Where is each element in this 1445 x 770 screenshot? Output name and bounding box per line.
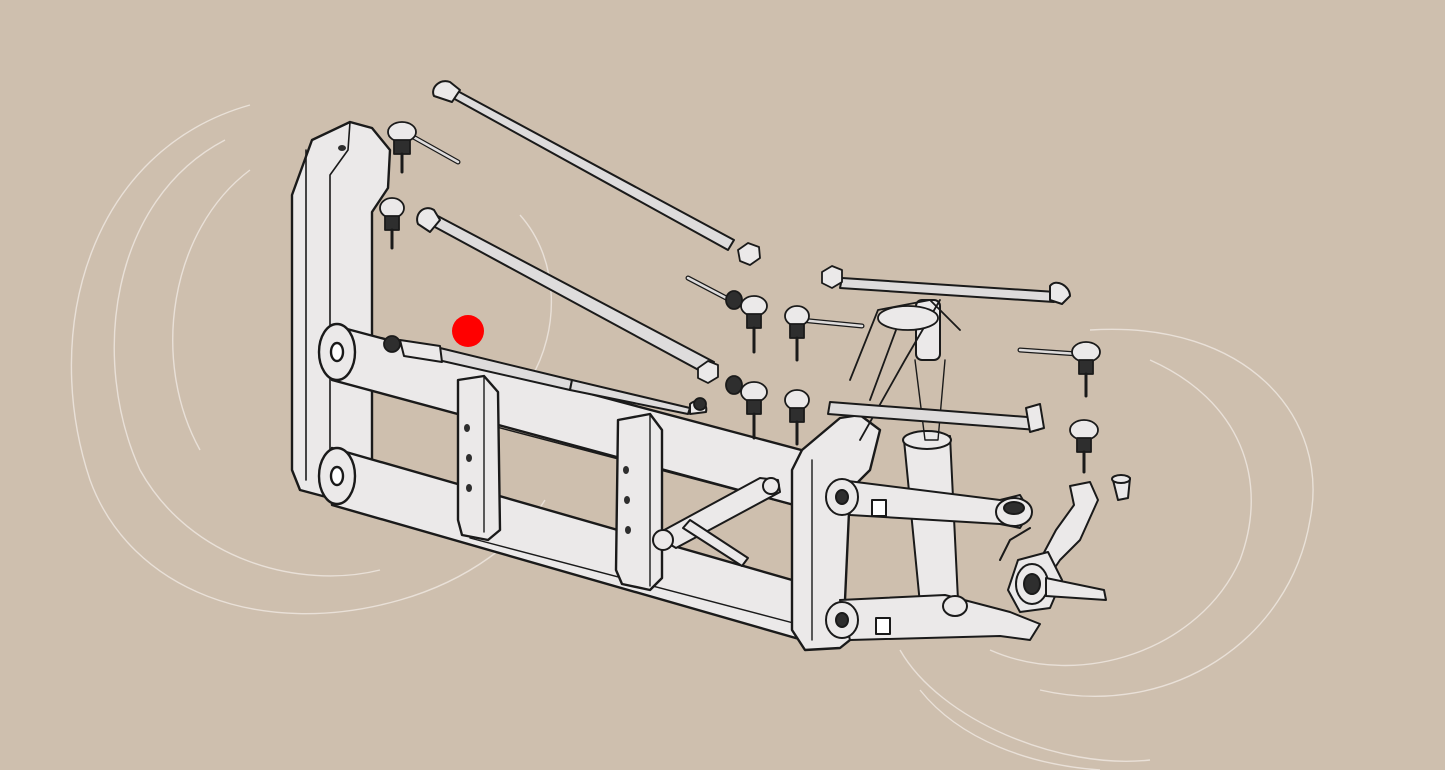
shock-absorber: [902, 299, 959, 605]
tie-rod-end: [1017, 341, 1101, 398]
steering-knuckle: [999, 481, 1107, 613]
tie-rod-end: [784, 305, 865, 362]
lower-control-arm: [825, 594, 1041, 641]
hex-nuts: [697, 242, 843, 384]
idler-arm: [652, 477, 781, 567]
tie-rod-end: [784, 389, 810, 446]
upper-control-arm: [825, 478, 1033, 529]
bushing: [1111, 474, 1131, 501]
tie-rods: [399, 80, 1071, 433]
bolt-holes: [338, 145, 631, 534]
tie-rod-end: [725, 375, 768, 440]
red-dot-icon: [452, 315, 484, 347]
tie-rod-end: [685, 275, 768, 354]
tie-rod-end: [383, 335, 707, 411]
tie-rod-ends: [379, 121, 1101, 474]
tie-rod-end: [387, 121, 461, 174]
tie-rod-end: [1069, 419, 1099, 474]
tie-rod-end: [379, 197, 405, 250]
background-swirls: [70, 104, 1314, 770]
